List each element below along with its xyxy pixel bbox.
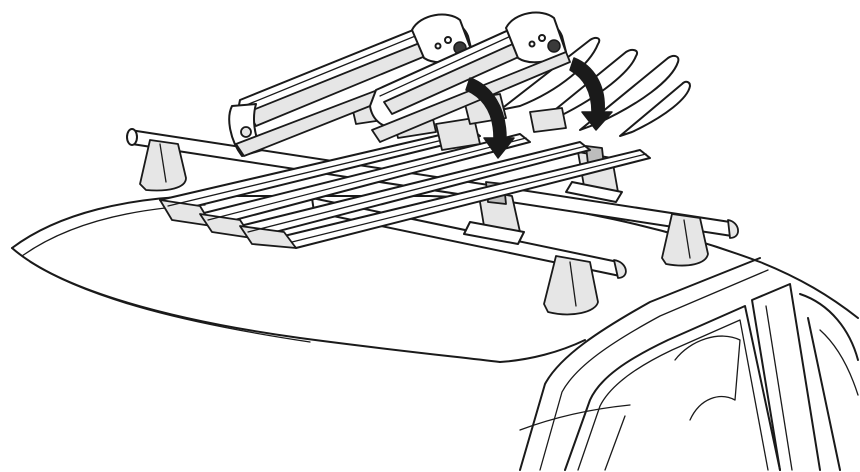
- rotate-arrow-icon: [465, 57, 613, 159]
- ski-carrier-front-icon: [369, 11, 571, 143]
- ski-set-icon: [159, 36, 691, 249]
- car-roof-icon: [11, 195, 859, 471]
